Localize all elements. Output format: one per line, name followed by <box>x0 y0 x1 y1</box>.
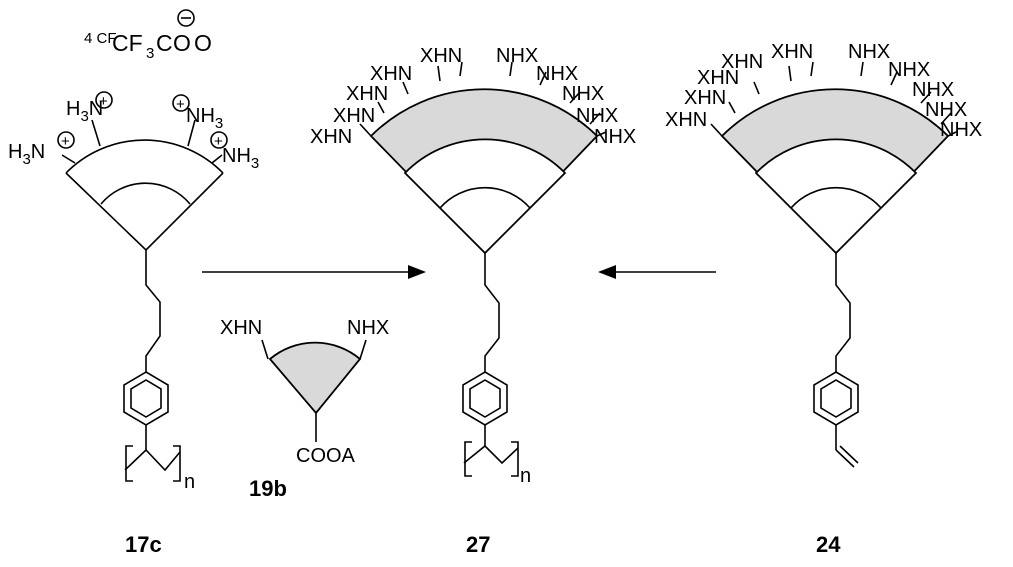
compound-19b: XHN NHX COOA 19b <box>220 317 389 501</box>
product-backbone <box>463 444 519 465</box>
compound-24: XHN XHN XHN XHN XHN NHX NHX NHX NHX NHX … <box>665 41 982 557</box>
benzene-inner <box>130 379 162 418</box>
product-group-l4: XHN <box>370 63 412 85</box>
product-repeat-n: n <box>520 465 531 487</box>
reagent-group-right: NHX <box>347 317 389 339</box>
counterion-label: 4 CF <box>84 30 117 47</box>
monomer-group-r5: NHX <box>940 119 982 141</box>
monomer-group-l2: XHN <box>684 87 726 109</box>
reagent-bond-right <box>359 339 367 360</box>
product-group-r5: NHX <box>594 126 636 148</box>
arrow-forward <box>202 265 426 279</box>
label-27: 27 <box>466 532 490 557</box>
product-group-r4: NHX <box>576 105 618 127</box>
svg-text:+: + <box>176 96 185 113</box>
svg-text:+: + <box>99 93 108 110</box>
monomer-group-r2: NHX <box>888 59 930 81</box>
dendron-outer-arc <box>65 139 224 174</box>
product-group-r2: NHX <box>536 63 578 85</box>
amine-2: NH3 <box>186 105 223 132</box>
monomer-group-r4: NHX <box>925 99 967 121</box>
counterion-c: C <box>156 30 173 56</box>
monomer-group-r1: NHX <box>848 41 890 63</box>
reagent-bond-left <box>261 339 269 360</box>
svg-text:+: + <box>61 133 70 150</box>
counterion-count: 4 CF <box>84 30 117 47</box>
charge-4 <box>210 131 228 149</box>
counterion-cf: CF <box>112 30 143 56</box>
product-group-r3: NHX <box>562 83 604 105</box>
compound-27: XHN XHN XHN XHN XHN NHX NHX NHX NHX NHX … <box>310 45 636 557</box>
label-19b: 19b <box>249 476 287 501</box>
product-group-l1: XHN <box>310 126 352 148</box>
amine-bond-4 <box>211 154 223 164</box>
monomer-group-l3: XHN <box>697 67 739 89</box>
amine-1: H3N <box>66 98 103 125</box>
monomer-inner-arc <box>790 186 882 209</box>
anion-charge-circle <box>177 9 195 27</box>
product-benzene-inner <box>469 379 501 418</box>
monomer-benzene-inner <box>820 379 852 418</box>
product-group-r1: NHX <box>496 45 538 67</box>
product-bracket-left <box>464 441 472 477</box>
monomer-group-l5: XHN <box>771 41 813 63</box>
arrow-reverse <box>598 265 716 279</box>
compound-17c: 4 CF CF 3 C O O H3N + NH3 + H3N + NH3 + <box>8 9 259 557</box>
vinyl-double-1 <box>835 449 855 468</box>
monomer-linker <box>835 253 851 372</box>
monomer-group-l4: XHN <box>721 51 763 73</box>
bracket-right <box>173 445 181 482</box>
product-bracket-right <box>511 441 519 477</box>
label-17c: 17c <box>125 532 162 557</box>
product-group-l3: XHN <box>346 83 388 105</box>
amine-3: H3N <box>8 141 45 168</box>
product-group-l2: XHN <box>333 105 375 127</box>
dendron-sides <box>65 172 224 252</box>
counterion-sub: 3 <box>146 45 154 62</box>
propyl-linker <box>145 250 161 372</box>
dendron-inner-arc <box>100 182 191 205</box>
product-linker <box>484 253 500 372</box>
label-24: 24 <box>816 532 841 557</box>
amine-4: NH3 <box>222 145 259 172</box>
product-inner-arc <box>439 186 531 209</box>
monomer-group-r3: NHX <box>912 79 954 101</box>
counterion-o2: O <box>194 30 212 56</box>
amine-bond-3 <box>61 154 76 164</box>
amine-bond-2 <box>187 119 196 147</box>
charge-3 <box>57 131 75 149</box>
monomer-group-l1: XHN <box>665 109 707 131</box>
reagent-acid: COOA <box>296 445 356 467</box>
counterion-o1: O <box>173 30 191 56</box>
svg-text:+: + <box>214 133 223 150</box>
product-group-l5: XHN <box>420 45 462 67</box>
charge-1 <box>95 91 113 109</box>
bracket-left <box>125 445 133 482</box>
amine-bond-1 <box>91 119 101 147</box>
vinyl-double-2 <box>839 445 859 464</box>
charge-2 <box>172 94 190 112</box>
repeat-n: n <box>184 471 195 493</box>
monomer-core <box>754 138 918 255</box>
polymer-backbone <box>124 448 181 472</box>
product-core <box>403 138 567 255</box>
reagent-group-left: XHN <box>220 317 262 339</box>
reagent-dendron <box>268 341 362 415</box>
